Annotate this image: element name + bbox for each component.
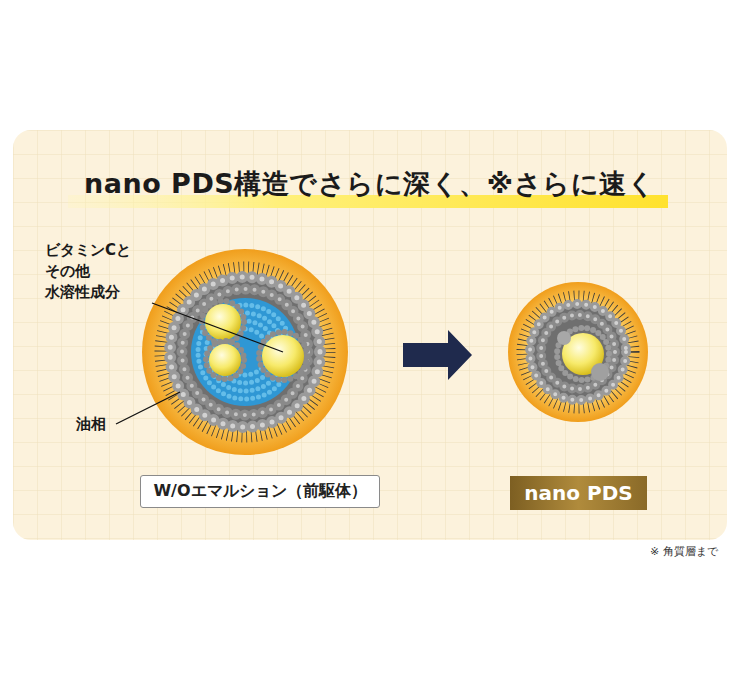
nano-pds-figure <box>508 282 648 422</box>
panel <box>13 130 727 540</box>
emulsion-figure <box>142 249 348 455</box>
callout-label: ビタミンCと その他 水溶性成分 <box>45 240 149 303</box>
stage-label-box: W/Oエマルション（前駆体） <box>140 475 380 508</box>
stage-label-box: nano PDS <box>510 476 647 510</box>
box-text: nano PDS <box>524 481 632 505</box>
leader-line <box>116 392 180 424</box>
diagram-title: nano PDS構造でさらに深く、※さらに速く <box>84 166 655 202</box>
process-arrow <box>403 330 472 380</box>
leader-line <box>152 303 283 352</box>
box-text: W/Oエマルション（前駆体） <box>153 481 366 502</box>
footnote: ※ 角質層まで <box>650 544 718 559</box>
callout-label: 油相 <box>76 414 106 435</box>
